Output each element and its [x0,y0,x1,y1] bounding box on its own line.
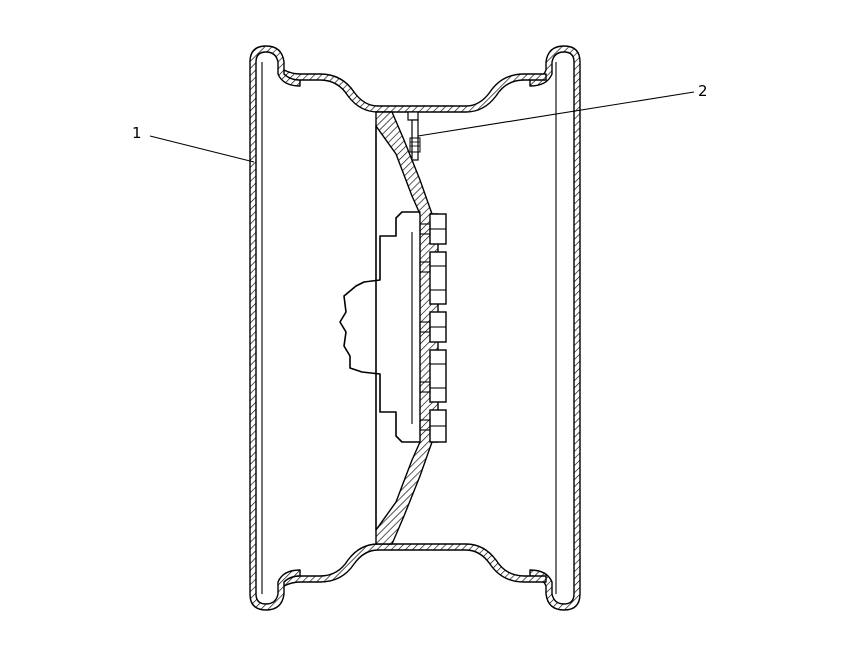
valve-stem [407,111,421,161]
nut-4 [429,349,447,403]
part-label-1: 1 [132,124,142,142]
hub-outline [339,211,421,443]
rim-bottom-profile [283,543,547,587]
leader-line-2 [417,91,695,137]
wheel-disc [375,111,439,545]
right-flange [529,45,581,611]
rim-top-profile [283,69,547,113]
wheel-nuts [419,213,447,443]
nut-2 [429,251,447,305]
part-label-2: 2 [698,82,708,100]
left-flange [249,45,301,611]
leader-line-1 [149,135,255,163]
